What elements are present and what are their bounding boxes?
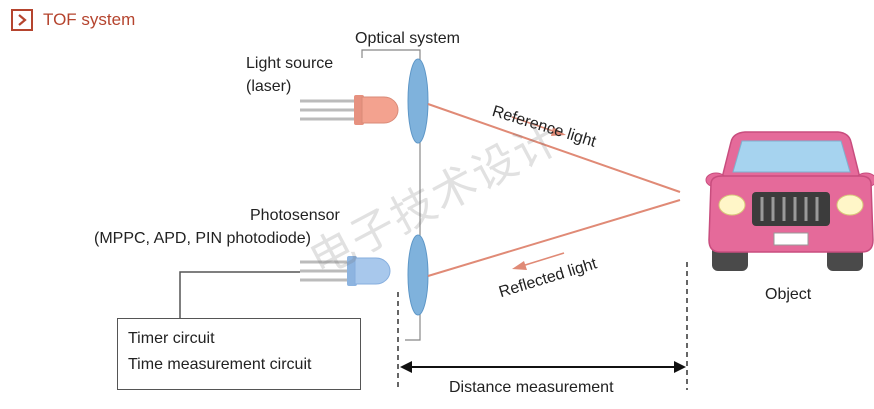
diagram-title: TOF system bbox=[43, 10, 136, 29]
photosensor-label: Photosensor bbox=[250, 207, 340, 224]
distance-measurement-label: Distance measurement bbox=[449, 379, 614, 396]
light-source-label: Light source bbox=[246, 55, 334, 72]
chevron-right-icon bbox=[11, 9, 33, 31]
lens-bottom-icon bbox=[407, 234, 429, 316]
optical-system-label: Optical system bbox=[355, 30, 460, 47]
reflected-beam bbox=[427, 199, 681, 277]
timer-circuit-label: Timer circuit bbox=[128, 330, 215, 347]
laser-icon bbox=[300, 95, 399, 125]
optical-system-bracket bbox=[361, 49, 421, 341]
timer-circuit-box: Timer circuit Time measurement circuit bbox=[117, 318, 361, 390]
reference-direction-arrow bbox=[511, 116, 566, 136]
laser-label: (laser) bbox=[246, 78, 292, 95]
sensor-connector bbox=[179, 271, 300, 318]
lens-top-icon bbox=[407, 58, 429, 144]
object-label: Object bbox=[765, 286, 812, 303]
reference-beam bbox=[427, 103, 681, 193]
distance-arrow bbox=[400, 361, 686, 373]
car-icon bbox=[705, 131, 874, 271]
diagram-header: TOF system bbox=[11, 9, 135, 31]
photosensor-types-label: (MPPC, APD, PIN photodiode) bbox=[94, 230, 311, 247]
time-measurement-label: Time measurement circuit bbox=[128, 356, 312, 373]
reflected-direction-arrow bbox=[512, 252, 565, 270]
photosensor-icon bbox=[300, 256, 391, 286]
